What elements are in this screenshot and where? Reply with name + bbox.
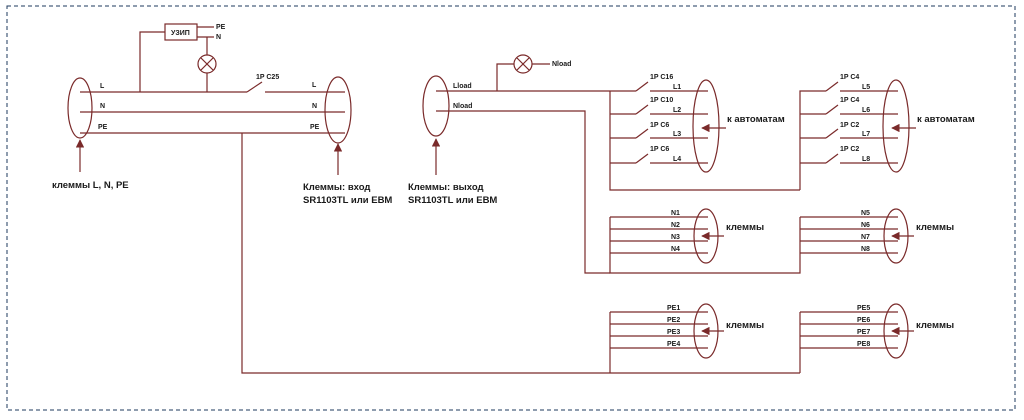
breaker-rating: 1P C2 (840, 146, 859, 153)
pe-label: PE8 (857, 341, 870, 348)
breaker-rating: 1P C16 (650, 74, 673, 81)
breaker-group-right-frame (799, 90, 826, 190)
breaker-rating: 1P C4 (840, 74, 859, 81)
output-label-lload: Lload (453, 83, 472, 90)
n-label: N4 (671, 246, 680, 253)
breaker-right-caption: к автоматам (917, 114, 975, 125)
n-label: N6 (861, 222, 870, 229)
uzip-n-label: N (216, 34, 221, 41)
right-bus-label-n: N (312, 103, 317, 110)
input-device-terminals-ellipse (324, 76, 352, 144)
n-label: N7 (861, 234, 870, 241)
breaker-rating: 1P C2 (840, 122, 859, 129)
breaker-left-3: 1P C6 L3 (610, 122, 708, 139)
breaker-line: L6 (862, 107, 870, 114)
input-device-caption-2: SR1103TL или EBM (303, 195, 392, 206)
pe-label: PE7 (857, 329, 870, 336)
pe-right-caption: клеммы (916, 320, 954, 331)
pe-label: PE2 (667, 317, 680, 324)
breaker-left-caption: к автоматам (727, 114, 785, 125)
input-terminals-ellipse (67, 77, 93, 139)
input-device-caption-1: Клеммы: вход (303, 182, 370, 193)
uzip-pe-label: PE (216, 24, 226, 31)
uzip-feed-wire (139, 31, 165, 92)
pe-label: PE3 (667, 329, 680, 336)
pe-label: PE5 (857, 305, 870, 312)
breaker-rating: 1P C6 (650, 146, 669, 153)
output-device-caption-2: SR1103TL или EBM (408, 195, 497, 206)
n-terminals-right: N5 N6 N7 N8 (800, 210, 898, 254)
pe-label: PE6 (857, 317, 870, 324)
breaker-line: L1 (673, 84, 681, 91)
output-lamp-label: Nload (552, 61, 571, 68)
breaker-right-1: 1P C4 L5 (825, 74, 898, 92)
n-label: N1 (671, 210, 680, 217)
breaker-left-2: 1P C10 L2 (610, 97, 708, 115)
breaker-right-2: 1P C4 L6 (800, 97, 898, 115)
main-breaker-label: 1P C25 (256, 74, 279, 81)
pe-label: PE1 (667, 305, 680, 312)
pe-trunk-wire (241, 133, 800, 374)
pe-terminals-left: PE1 PE2 PE3 PE4 (610, 305, 708, 349)
input-terminals-caption: клеммы L, N, PE (52, 180, 129, 191)
n-group-left-frame (609, 217, 801, 274)
right-bus-label-l: L (312, 82, 317, 89)
output-device-terminals-ellipse (422, 75, 450, 137)
breaker-line: L2 (673, 107, 681, 114)
breaker-right-4: 1P C2 L8 (800, 146, 898, 164)
output-lamp-wire (496, 63, 514, 91)
n-label: N5 (861, 210, 870, 217)
breaker-left-4: 1P C6 L4 (610, 146, 708, 164)
breaker-right-3: 1P C2 L7 (800, 122, 898, 139)
right-bus-label-pe: PE (310, 124, 320, 131)
diagram-frame (6, 5, 1016, 411)
pe-label: PE4 (667, 341, 680, 348)
breaker-line: L7 (862, 131, 870, 138)
breaker-group-left-frame (609, 91, 800, 191)
n-label: N3 (671, 234, 680, 241)
breaker-line: L8 (862, 156, 870, 163)
main-breaker-switch (246, 81, 263, 93)
uzip-label: УЗИП (171, 30, 190, 37)
breaker-rating: 1P C10 (650, 97, 673, 104)
bus-label-n: N (100, 103, 105, 110)
pe-left-caption: клеммы (726, 320, 764, 331)
output-device-caption-1: Клеммы: выход (408, 182, 484, 193)
n-left-caption: клеммы (726, 222, 764, 233)
nload-line (436, 110, 610, 274)
breaker-left-ellipse (692, 79, 720, 173)
breaker-line: L3 (673, 131, 681, 138)
pe-terminals-right: PE5 PE6 PE7 PE8 (800, 305, 898, 349)
output-label-nload: Nload (453, 103, 472, 110)
bus-label-l: L (100, 83, 105, 90)
breaker-line: L5 (862, 84, 870, 91)
breaker-rating: 1P C6 (650, 122, 669, 129)
n-label: N8 (861, 246, 870, 253)
bus-label-pe: PE (98, 124, 108, 131)
breaker-right-ellipse (882, 79, 910, 173)
breaker-line: L4 (673, 156, 681, 163)
n-right-caption: клеммы (916, 222, 954, 233)
breaker-left-1: 1P C16 L1 (610, 74, 708, 92)
breaker-rating: 1P C4 (840, 97, 859, 104)
n-label: N2 (671, 222, 680, 229)
n-terminals-left: N1 N2 N3 N4 (610, 210, 708, 254)
